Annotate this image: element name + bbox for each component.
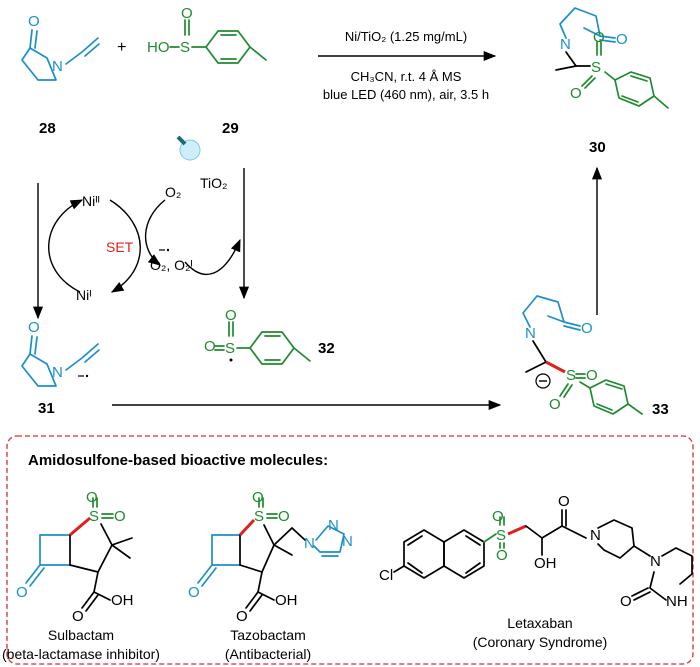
atom-o: O (86, 489, 98, 506)
bioactive-box (6, 435, 694, 665)
atom-o: O (620, 593, 632, 610)
bulb-icon (176, 135, 201, 161)
condition-light: blue LED (460 nm), air, 3.5 h (323, 87, 489, 102)
atom-n: N (328, 517, 339, 534)
atom-o: O (586, 367, 598, 384)
atom-n: N (560, 36, 571, 53)
atom-n: N (52, 364, 63, 381)
atom-oh: OH (534, 555, 557, 572)
ni-cycle-right-arrow (109, 199, 141, 293)
atom-n: N (650, 553, 661, 570)
condition-catalyst: Ni/TiO₂ (1.25 mg/mL) (345, 29, 467, 44)
ni2-label: Niᴵᴵ (82, 193, 100, 209)
compound-29-structure: HO S O 29 (147, 5, 267, 137)
atom-o: O (558, 493, 570, 510)
ni1-label: Niᴵ (76, 287, 92, 303)
atom-cl: Cl (379, 567, 393, 584)
atom-o: O (496, 547, 508, 564)
set-label: SET (106, 239, 134, 255)
compound-28-structure: O N 28 (21, 13, 100, 137)
atom-o: O (581, 320, 593, 337)
tazobactam-structure: O S O O N N N O OH (188, 489, 353, 625)
atom-ho: HO (147, 39, 170, 56)
drug-name-sulbactam: Sulbactam (48, 627, 114, 643)
atom-s: S (225, 340, 235, 357)
atom-n: N (52, 58, 63, 75)
drug-desc-sulbactam: (beta-lactamase inhibitor) (2, 646, 160, 662)
atom-o: O (28, 13, 40, 30)
bioactive-box-title: Amidosulfone-based bioactive molecules: (28, 452, 328, 469)
o2-arrow (144, 199, 166, 266)
atom-o: O (204, 338, 216, 355)
atom-o: O (549, 396, 561, 413)
atom-o: O (236, 608, 248, 625)
atom-n: N (525, 325, 536, 342)
superoxide-label: O₂, O₂ᴵ (150, 257, 193, 273)
atom-o: O (492, 508, 504, 525)
atom-s: S (180, 39, 190, 56)
label-30: 30 (589, 139, 606, 156)
atom-o: O (278, 508, 290, 525)
atom-o: O (188, 584, 200, 601)
condition-solvent: CH₃CN, r.t. 4 Å MS (351, 69, 462, 84)
compound-32-structure: O S O 32 (204, 307, 335, 365)
atom-s: S (496, 527, 506, 544)
label-33: 33 (652, 401, 669, 418)
atom-o: O (72, 608, 84, 625)
label-29: 29 (222, 120, 239, 137)
atom-o: O (16, 584, 28, 601)
atom-s: S (566, 367, 576, 384)
atom-o: O (28, 319, 40, 336)
atom-o: O (114, 508, 126, 525)
atom-s: S (89, 508, 99, 525)
atom-o: O (616, 31, 628, 48)
atom-o: O (252, 489, 264, 506)
atom-o: O (593, 29, 605, 46)
superoxide-arrow (184, 238, 241, 275)
atom-n: N (304, 535, 315, 552)
drug-name-tazobactam: Tazobactam (230, 627, 305, 643)
drug-desc-tazobactam: (Antibacterial) (225, 646, 311, 662)
atom-o: O (225, 307, 237, 324)
atom-s: S (254, 508, 264, 525)
atom-oh: OH (111, 592, 134, 609)
drug-desc-letaxaban: (Coronary Syndrome) (473, 634, 608, 650)
atom-s: S (591, 59, 601, 76)
atom-o: O (181, 5, 193, 22)
label-32: 32 (318, 340, 335, 357)
atom-n: N (590, 527, 601, 544)
plus-sign: + (117, 39, 126, 56)
atom-n: N (342, 533, 353, 550)
sulbactam-structure: O S O O O OH (16, 489, 134, 625)
atom-nh: NH (666, 593, 688, 610)
letaxaban-structure: Cl S O O OH O N N NH O (379, 493, 693, 610)
compound-30-structure: O N S O O 30 (555, 7, 669, 156)
o2-label: O₂ (165, 184, 181, 200)
drug-name-letaxaban: Letaxaban (507, 615, 572, 631)
label-28: 28 (39, 120, 56, 137)
ni-cycle-left-arrow (48, 199, 84, 293)
label-31: 31 (38, 400, 55, 417)
atom-o: O (570, 85, 582, 102)
compound-33-structure: O N S O O 33 (522, 295, 669, 418)
compound-31-structure: O N 31 (21, 319, 100, 417)
atom-oh: OH (275, 592, 298, 609)
tio2-label: TiO₂ (200, 175, 227, 191)
